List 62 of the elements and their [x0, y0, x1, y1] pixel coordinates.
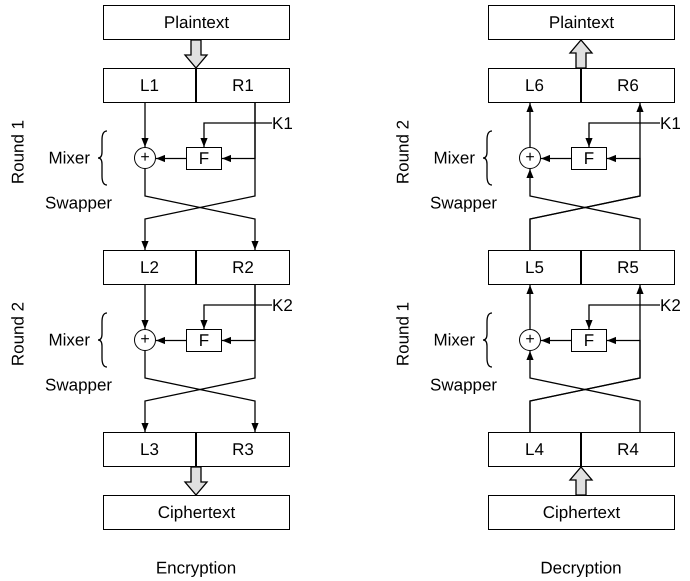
arrow [141, 103, 149, 147]
round-label: Round 2 [10, 302, 26, 366]
arrow [529, 154, 641, 250]
key-label: K1 [660, 112, 690, 134]
round-label: Round 1 [10, 120, 26, 184]
arrow [541, 154, 571, 162]
data-block-box: Ciphertext [103, 495, 290, 530]
function-box: F [571, 147, 607, 170]
arrow [541, 336, 571, 344]
function-box: F [571, 329, 607, 352]
arrow [141, 285, 256, 432]
half-block-box: R1 [196, 68, 290, 103]
arrow [156, 154, 186, 162]
key-label: K1 [272, 112, 302, 134]
half-block-box: R6 [581, 68, 675, 103]
half-block-box: R5 [581, 250, 675, 285]
data-block-box: Plaintext [488, 5, 675, 40]
stage-label: Swapper [45, 194, 112, 212]
arrow [526, 351, 641, 432]
arrow [141, 103, 256, 250]
half-block-box: L1 [103, 68, 196, 103]
block-arrow [568, 39, 594, 69]
stage-label: Mixer [48, 332, 90, 348]
half-block-box: L4 [488, 432, 581, 467]
diagram-caption: Encryption [156, 560, 236, 576]
stage-label: Swapper [430, 194, 498, 212]
arrow [585, 304, 660, 329]
arrow [526, 285, 534, 329]
stage-label: Mixer [433, 150, 475, 166]
arrow [144, 169, 259, 250]
arrow [585, 122, 660, 147]
half-block-box: R2 [196, 250, 290, 285]
arrow [141, 285, 149, 329]
stage-label: Swapper [430, 376, 498, 394]
arrow [156, 336, 186, 344]
arrow [144, 351, 259, 432]
function-box: F [186, 147, 222, 170]
block-arrow [184, 39, 208, 69]
half-block-box: R4 [581, 432, 675, 467]
arrow [526, 103, 534, 147]
arrow [529, 336, 641, 432]
stage-label: Swapper [45, 376, 112, 394]
data-block-box: Plaintext [103, 5, 290, 40]
half-block-box: L6 [488, 68, 581, 103]
round-label: Round 2 [394, 120, 412, 184]
key-label: K2 [272, 294, 302, 316]
diagram-caption: Decryption [540, 560, 622, 576]
half-block-box: L5 [488, 250, 581, 285]
arrow [526, 169, 641, 250]
stage-label: Mixer [433, 332, 475, 348]
half-block-box: R3 [196, 432, 290, 467]
block-arrow [568, 466, 594, 496]
round-label: Round 1 [394, 302, 412, 366]
key-label: K2 [660, 294, 690, 316]
block-arrow [184, 466, 208, 496]
function-box: F [186, 329, 222, 352]
arrow [200, 122, 272, 147]
arrow [200, 304, 272, 329]
half-block-box: L2 [103, 250, 196, 285]
half-block-box: L3 [103, 432, 196, 467]
data-block-box: Ciphertext [488, 495, 675, 530]
stage-label: Mixer [48, 150, 90, 166]
